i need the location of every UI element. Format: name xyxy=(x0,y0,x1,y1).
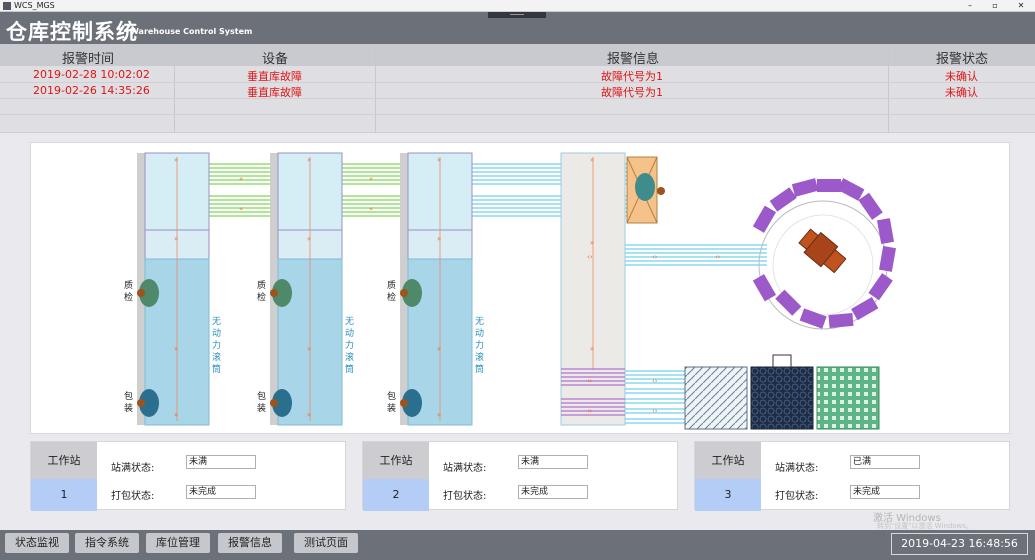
svg-text:»: » xyxy=(307,156,311,164)
svg-text:»: » xyxy=(437,156,441,164)
window-titlebar: WCS_MGS – ▫ ✕ xyxy=(0,0,1035,12)
vertical-lift xyxy=(560,152,626,426)
pack-label: 包装 xyxy=(257,392,267,414)
nav-alarm-info[interactable]: 报警信息 xyxy=(218,533,282,553)
svg-text:‹›: ‹› xyxy=(587,407,593,415)
cell-status: 未确认 xyxy=(945,86,978,99)
pack-label: 包装 xyxy=(124,392,134,414)
col-device: 设备 xyxy=(262,52,289,67)
svg-text:»: » xyxy=(174,235,178,243)
app-icon xyxy=(3,2,11,10)
full-status-field[interactable]: 已满 xyxy=(850,455,920,469)
pack-status-field[interactable]: 未完成 xyxy=(518,485,588,499)
cell-time: 2019-02-28 10:02:02 xyxy=(33,68,150,81)
cell-device: 垂直库故障 xyxy=(247,70,302,83)
roller-label: 无动力滚筒 xyxy=(212,317,222,375)
workstation-number: 1 xyxy=(31,479,97,511)
svg-text:»: » xyxy=(307,411,311,419)
minimize-button[interactable]: – xyxy=(968,1,972,10)
qc-label: 质检 xyxy=(124,281,134,303)
svg-text:‹›: ‹› xyxy=(587,253,593,261)
arrow-markers: » » » » » » » » » » » » » » » « « « « ‹› ‹› ‹› ‹› ‹› ‹› ‹› xyxy=(174,156,721,419)
svg-text:‹›: ‹› xyxy=(652,377,658,385)
svg-text:»: » xyxy=(174,345,178,353)
workstation-title: 工作站 xyxy=(31,442,97,479)
full-status-field[interactable]: 未满 xyxy=(518,455,588,469)
svg-text:»: » xyxy=(174,156,178,164)
svg-text:»: » xyxy=(307,345,311,353)
svg-text:»: » xyxy=(437,345,441,353)
svg-text:«: « xyxy=(239,205,243,213)
clock-display: 2019-04-23 16:48:56 xyxy=(891,533,1028,555)
full-status-label: 站满状态: xyxy=(443,463,487,474)
svg-text:»: » xyxy=(590,345,594,353)
warehouse-layout: » » » » » » » » » » » » » » » « « « « ‹› ‹› ‹› ‹› ‹› ‹› ‹› xyxy=(30,142,1010,434)
nav-command-system[interactable]: 指令系统 xyxy=(75,533,139,553)
svg-text:»: » xyxy=(590,239,594,247)
roller-label: 无动力滚筒 xyxy=(345,317,355,375)
col-alarm-info: 报警信息 xyxy=(607,52,660,67)
full-status-label: 站满状态: xyxy=(111,463,155,474)
svg-text:«: « xyxy=(369,205,373,213)
activation-watermark: 激活 Windows xyxy=(873,513,941,524)
svg-text:‹›: ‹› xyxy=(587,377,593,385)
workstation-number: 2 xyxy=(363,479,429,511)
full-status-label: 站满状态: xyxy=(775,463,819,474)
workstation-title: 工作站 xyxy=(695,442,761,479)
storage-shelves xyxy=(684,354,880,430)
pack-status-label: 打包状态: xyxy=(775,491,819,502)
cell-status: 未确认 xyxy=(945,70,978,83)
col-alarm-time: 报警时间 xyxy=(62,52,115,67)
alarm-table: 报警时间 设备 报警信息 报警状态 2019-02-28 10:02:02 垂直… xyxy=(0,44,1035,133)
workstation-number: 3 xyxy=(695,479,761,511)
svg-text:»: » xyxy=(437,411,441,419)
cyan-conveyor-bottom xyxy=(625,370,685,424)
drag-handle[interactable] xyxy=(488,12,546,18)
window-title: WCS_MGS xyxy=(14,1,55,10)
qc-label: 质检 xyxy=(387,281,397,303)
svg-text:‹›: ‹› xyxy=(715,253,721,261)
cell-device: 垂直库故障 xyxy=(247,86,302,99)
col-alarm-status: 报警状态 xyxy=(936,52,989,67)
robot-cell xyxy=(752,178,896,330)
svg-text:‹›: ‹› xyxy=(652,253,658,261)
activation-watermark-hint: 转到"设置"以激活 Windows。 xyxy=(877,522,973,530)
svg-text:«: « xyxy=(239,175,243,183)
svg-text:«: « xyxy=(369,175,373,183)
workstation-title: 工作站 xyxy=(363,442,429,479)
qc-label: 质检 xyxy=(257,281,267,303)
full-status-field[interactable]: 未满 xyxy=(186,455,256,469)
orange-turntable xyxy=(626,156,665,224)
cell-info: 故障代号为1 xyxy=(601,70,663,83)
workstation-panel-1: 工作站 1 站满状态: 未满 打包状态: 未完成 xyxy=(30,441,346,511)
bottom-nav: 状态监视 指令系统 库位管理 报警信息 测试页面 2019-04-23 16:4… xyxy=(0,530,1035,560)
app-header: 仓库控制系统 Warehouse Control System xyxy=(0,12,1035,44)
pack-label: 包装 xyxy=(387,392,397,414)
close-button[interactable]: ✕ xyxy=(1017,1,1025,10)
nav-location-management[interactable]: 库位管理 xyxy=(146,533,210,553)
workstation-panel-3: 工作站 3 站满状态: 已满 打包状态: 未完成 xyxy=(694,441,1010,511)
restore-button[interactable]: ▫ xyxy=(992,1,998,10)
pack-status-field[interactable]: 未完成 xyxy=(850,485,920,499)
svg-text:»: » xyxy=(307,235,311,243)
pack-status-label: 打包状态: xyxy=(443,491,487,502)
svg-text:‹›: ‹› xyxy=(652,407,658,415)
nav-test-page[interactable]: 测试页面 xyxy=(294,533,358,553)
cell-info: 故障代号为1 xyxy=(601,86,663,99)
pack-status-label: 打包状态: xyxy=(111,491,155,502)
alarm-table-header: 报警时间 设备 报警信息 报警状态 xyxy=(0,44,1035,67)
svg-text:»: » xyxy=(174,411,178,419)
operators xyxy=(137,279,422,417)
roller-label: 无动力滚筒 xyxy=(475,317,485,375)
app-subtitle: Warehouse Control System xyxy=(130,27,253,36)
workstation-panel-2: 工作站 2 站满状态: 未满 打包状态: 未完成 xyxy=(362,441,678,511)
app-title: 仓库控制系统 xyxy=(6,20,138,44)
nav-status-monitor[interactable]: 状态监视 xyxy=(5,533,69,553)
svg-text:»: » xyxy=(590,156,594,164)
cell-time: 2019-02-26 14:35:26 xyxy=(33,84,150,97)
pack-status-field[interactable]: 未完成 xyxy=(186,485,256,499)
svg-text:»: » xyxy=(437,235,441,243)
